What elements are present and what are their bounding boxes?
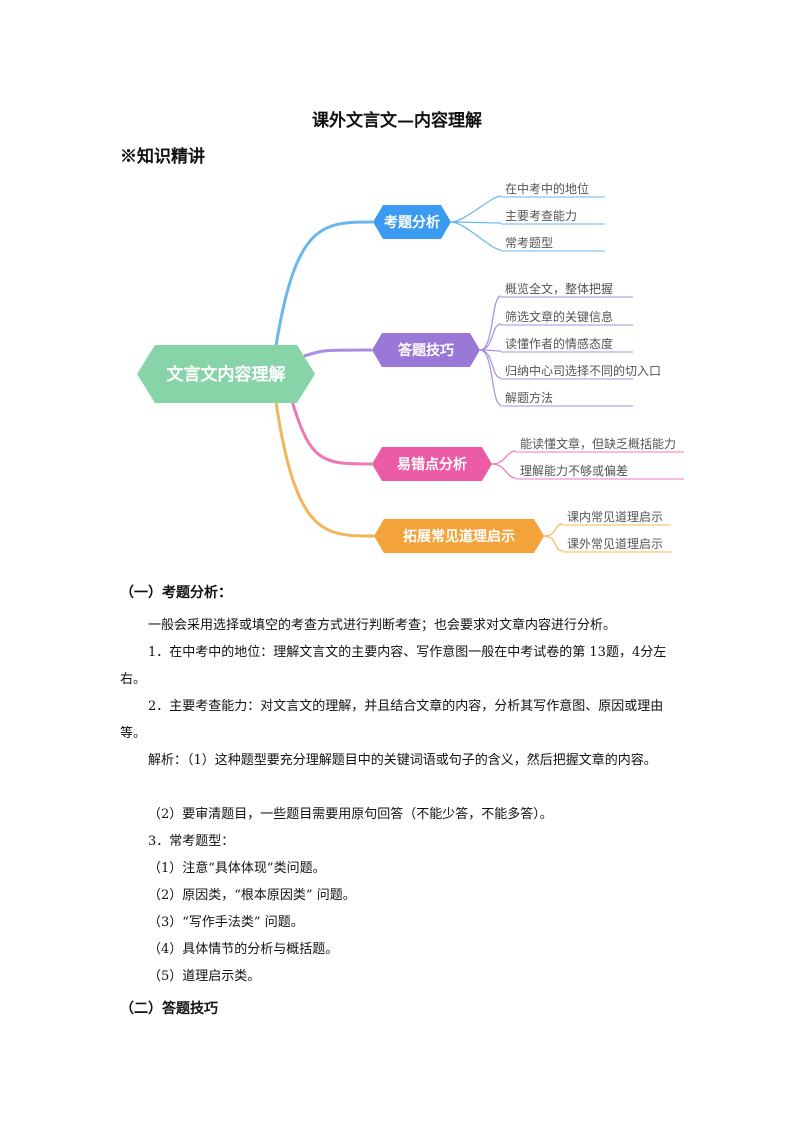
part1-item3: 3．常考题型： (148, 834, 235, 849)
item-connector (479, 349, 502, 406)
item-connector (450, 221, 502, 251)
mind-map-branch-label: 易错点分析 (397, 456, 467, 473)
mind-map-leaf: 读懂作者的情感态度 (505, 336, 613, 351)
mind-map-leaf: 课内常见道理启示 (567, 510, 663, 524)
type-list-item: （3）“写作手法类” 问题。 (148, 915, 304, 930)
mind-map-branch-node (372, 333, 480, 367)
part1-item1: 1．在中考中的地位：理解文言文的主要内容、写作意图一般在中考试卷的第 13题，4… (120, 645, 667, 687)
part1-analysis2: （2）要审清题目，一些题目需要用原句回答（不能少答，不能多答）。 (148, 807, 553, 822)
branch-connector (274, 220, 374, 347)
type-list-item: （5）道理启示类。 (148, 969, 261, 984)
type-list-item: （2）原因类，“根本原因类” 问题。 (148, 888, 356, 903)
mind-map-leaf: 在中考中的地位 (505, 181, 589, 196)
branch-connector (288, 393, 373, 466)
mind-map-leaf: 课外常见道理启示 (567, 537, 663, 551)
item-connector (491, 450, 517, 465)
mind-map-branch-node (373, 205, 451, 239)
mind-map-branch-node (374, 519, 544, 553)
mind-map-leaf: 能读懂文章，但缺乏概括能力 (520, 436, 676, 451)
document-title: 课外文言文—内容理解 (312, 111, 482, 131)
mind-map-leaf: 理解能力不够或偏差 (520, 463, 628, 478)
mind-map-center-node (137, 345, 315, 403)
part1-item2: 2．主要考查能力：对文言文的理解，并且结合文章的内容，分析其写作意图、原因或理由… (120, 699, 664, 741)
part1-heading: （一）考题分析： (120, 585, 232, 601)
mind-map-branch-label: 考题分析 (384, 214, 440, 231)
part1-analysis1: 解析：（1）这种题型要充分理解题目中的关键词语或句子的含义，然后把握文章的内容。 (148, 753, 657, 768)
item-connector (479, 323, 502, 351)
item-connector (543, 523, 564, 537)
branch-connector (274, 401, 375, 538)
section-heading: ※知识精讲 (120, 147, 205, 167)
item-connector (479, 349, 502, 379)
type-list-item: （4）具体情节的分析与概括题。 (148, 942, 339, 957)
mind-map-leaf: 常考题型 (505, 236, 553, 250)
mind-map-leaf: 归纳中心司选择不同的切入口 (505, 363, 661, 378)
mind-map-leaf: 概览全文，整体把握 (505, 281, 613, 296)
part2-heading: （二）答题技巧 (120, 1001, 218, 1017)
item-connector (479, 295, 502, 351)
item-connector (450, 221, 502, 224)
part1-intro: 一般会采用选择或填空的考查方式进行判断考查；也会要求对文章内容进行分析。 (148, 618, 617, 633)
mind-map-branch-node (372, 447, 492, 481)
mind-map-branch-label: 拓展常见道理启示 (403, 528, 515, 545)
mind-map-leaf: 主要考查能力 (505, 209, 577, 223)
item-connector (543, 535, 564, 552)
type-list-item: （1）注意“具体体现”类问题。 (148, 861, 326, 876)
item-connector (450, 195, 502, 223)
branch-connector (303, 348, 373, 358)
mind-map-leaf: 筛选文章的关键信息 (505, 309, 613, 324)
mind-map-branch-label: 答题技巧 (398, 342, 454, 359)
mind-map-leaf: 解题方法 (505, 390, 553, 405)
item-connector (491, 463, 517, 479)
mind-map-center-label: 文言文内容理解 (167, 364, 286, 385)
